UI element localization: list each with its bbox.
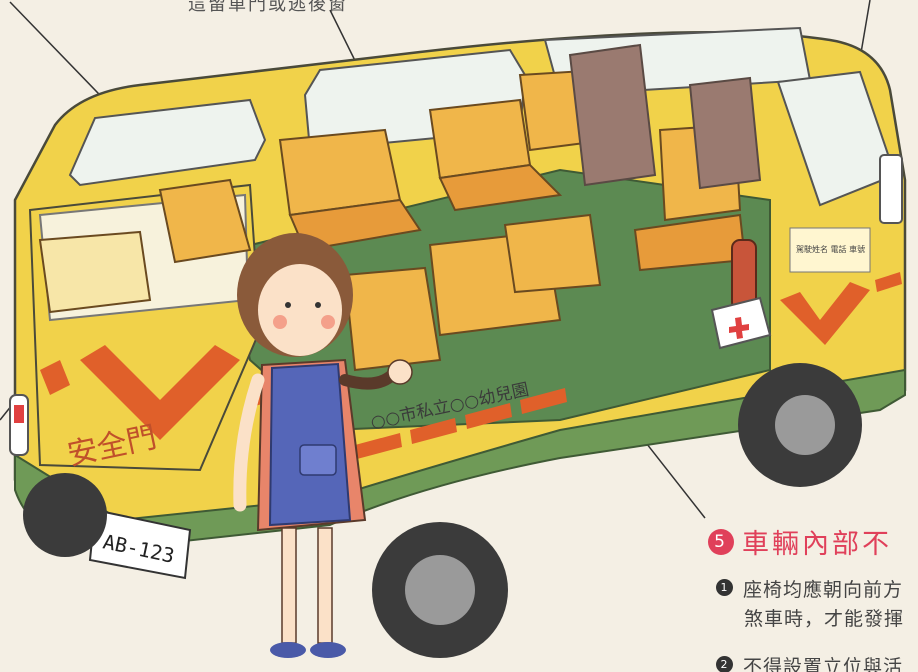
seat-cushion-3 xyxy=(438,163,563,212)
door-notice-text: 駕駛姓名 電話 車號 xyxy=(796,244,865,254)
tail-light-red xyxy=(14,405,24,423)
passenger-front-seat xyxy=(688,76,762,190)
stripe-4 xyxy=(410,418,457,444)
girl-eye-left xyxy=(285,302,291,308)
stripe-3 xyxy=(355,433,402,459)
seat-group xyxy=(38,68,747,372)
rear-wheel-left xyxy=(23,473,107,557)
top-caption: 這留車門或逃後窗 xyxy=(188,0,348,15)
driver-seat xyxy=(568,43,657,187)
girl-cheek-left xyxy=(273,315,287,329)
seat-inside-door xyxy=(38,230,152,314)
seat-back-7 xyxy=(503,213,602,294)
bullet-item-2: 2 不得設置立位與活 xyxy=(716,652,903,672)
stripe-7 xyxy=(875,272,902,292)
bullet-number-1: 1 xyxy=(716,579,733,596)
bullet-number-2: 2 xyxy=(716,656,733,672)
section-heading: 5 車輛內部不 xyxy=(708,522,892,561)
girl-shoe-left xyxy=(270,642,306,658)
first-aid-cross-icon xyxy=(729,317,749,339)
bullet-text-1: 座椅均應朝向前方 xyxy=(743,579,904,601)
stripe-6 xyxy=(520,388,567,414)
bullet-item-1: 1 座椅均應朝向前方 xyxy=(716,575,903,602)
girl-arm-left xyxy=(233,373,265,512)
bullet-text-1-continuation: 煞車時，才能發揮 xyxy=(744,608,905,630)
girl-face xyxy=(258,264,342,356)
tail-light xyxy=(9,394,29,456)
girl-shoe-right xyxy=(310,642,346,658)
seat-back-8 xyxy=(343,266,442,372)
girl-bangs xyxy=(258,250,340,280)
door-notice-plate xyxy=(789,227,871,273)
stripe-1 xyxy=(40,360,70,395)
side-mirror xyxy=(879,154,903,224)
section-number-badge: 5 xyxy=(708,528,734,555)
apron-pocket xyxy=(299,444,337,476)
girl-leg-right xyxy=(317,527,333,644)
girl-leg-left xyxy=(281,527,297,644)
bullet-text-2: 不得設置立位與活 xyxy=(743,656,904,672)
girl-figure xyxy=(233,233,413,658)
side-window-front xyxy=(68,98,267,187)
seat-back-1 xyxy=(158,178,252,264)
chevron-right xyxy=(780,282,870,345)
front-wheel-hub xyxy=(775,395,835,455)
stripe-5 xyxy=(465,403,512,429)
girl-hand xyxy=(387,359,413,385)
girl-eye-right xyxy=(315,302,321,308)
section-heading-text: 車輛內部不 xyxy=(742,529,892,560)
girl-cheek-right xyxy=(321,315,335,329)
rear-wheel-hub xyxy=(405,555,475,625)
chevron-left xyxy=(80,345,240,440)
